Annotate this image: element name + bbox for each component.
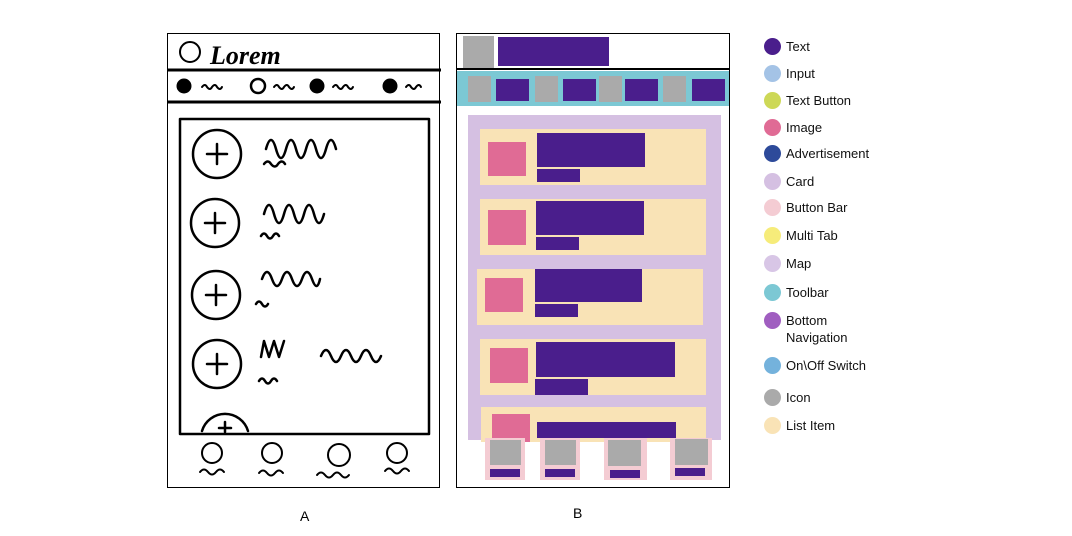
list-item-image-block <box>485 278 523 312</box>
header-icon-block <box>463 36 494 68</box>
legend-swatch <box>764 312 781 329</box>
legend-item-image: Image <box>764 119 822 136</box>
toolbar-text-block <box>563 79 596 101</box>
nav-1-icon <box>201 442 223 464</box>
sketch-bottom-nav <box>199 442 410 479</box>
sketch-list-item-partial <box>200 412 250 434</box>
toolbar-text-block <box>625 79 658 101</box>
tab-2-icon <box>249 77 267 95</box>
list-item-image-block <box>488 210 526 245</box>
legend-swatch <box>764 199 781 216</box>
button-text-block <box>610 470 640 478</box>
legend-swatch <box>764 357 781 374</box>
add-icon <box>191 128 243 180</box>
sketch-tab-row <box>176 77 422 95</box>
legend-swatch <box>764 173 781 190</box>
legend-item-button-bar: Button Bar <box>764 199 847 216</box>
toolbar-text-block <box>692 79 725 101</box>
list-item-image-block <box>488 142 526 176</box>
toolbar-text-block <box>496 79 529 101</box>
sketch-list-items <box>189 128 383 434</box>
legend-swatch <box>764 92 781 109</box>
semantic-annotation-panel <box>456 33 730 488</box>
header-divider <box>457 68 729 70</box>
legend-swatch <box>764 145 781 162</box>
sketch-list-item <box>191 128 338 180</box>
legend-item-text-button: Text Button <box>764 92 851 109</box>
legend-item-map: Map <box>764 255 811 272</box>
add-icon <box>190 269 242 321</box>
list-item-subtitle-block <box>535 379 588 395</box>
caption-a: A <box>300 508 310 524</box>
legend-swatch <box>764 389 781 406</box>
legend-item-card: Card <box>764 173 814 190</box>
legend-swatch <box>764 119 781 136</box>
legend-swatch <box>764 227 781 244</box>
list-item-subtitle-block <box>537 169 580 182</box>
sketch-list-item <box>190 269 322 321</box>
tab-4-icon <box>382 78 398 94</box>
list-item-subtitle-block <box>536 237 579 250</box>
add-icon <box>189 197 241 249</box>
tab-1-icon <box>176 78 192 94</box>
legend-item-on-off-switch: On\Off Switch <box>764 357 866 374</box>
legend-item-multi-tab: Multi Tab <box>764 227 838 244</box>
sketch-drawing: Lorem <box>168 41 441 479</box>
legend-swatch <box>764 38 781 55</box>
toolbar-icon-block <box>468 76 491 102</box>
nav-4-icon <box>386 442 408 464</box>
button-icon-block <box>545 440 576 465</box>
legend-item-toolbar: Toolbar <box>764 284 829 301</box>
legend-swatch <box>764 284 781 301</box>
button-icon-block <box>490 440 521 465</box>
list-item-image-block <box>490 348 528 383</box>
button-text-block <box>675 468 705 476</box>
legend-item-text: Text <box>764 38 810 55</box>
app-logo-icon <box>179 41 201 63</box>
list-item-title-block <box>537 133 645 167</box>
add-icon <box>191 338 243 390</box>
caption-b: B <box>573 505 583 521</box>
toolbar-icon-block <box>663 76 686 102</box>
nav-2-icon <box>261 442 283 464</box>
list-item-image-block <box>492 414 530 442</box>
legend-item-icon: Icon <box>764 389 811 406</box>
list-item-title-block <box>535 269 642 302</box>
toolbar-icon-block <box>599 76 622 102</box>
sketch-title: Lorem <box>209 41 281 70</box>
list-item-title-block <box>536 201 644 235</box>
sketch-list-box <box>178 117 431 436</box>
sketch-list-item <box>191 338 383 390</box>
button-text-block <box>545 469 575 477</box>
header-text-block <box>498 37 609 66</box>
tab-3-icon <box>309 78 325 94</box>
button-icon-block <box>675 439 708 465</box>
list-item-subtitle-block <box>535 304 578 317</box>
nav-3-icon <box>327 443 351 467</box>
legend-item-list-item: List Item <box>764 417 835 434</box>
legend-item-advertisement: Advertisement <box>764 145 869 162</box>
toolbar-icon-block <box>535 76 558 102</box>
legend-swatch <box>764 255 781 272</box>
button-icon-block <box>608 440 641 466</box>
sketch-list-item <box>189 197 326 249</box>
list-item-title-block <box>536 342 675 377</box>
legend-item-bottom-navigation: Bottom Navigation <box>764 312 847 346</box>
legend-item-input: Input <box>764 65 815 82</box>
legend-swatch <box>764 417 781 434</box>
legend-swatch <box>764 65 781 82</box>
list-item-title-block <box>537 422 676 438</box>
button-text-block <box>490 469 520 477</box>
wireframe-sketch-panel: Lorem <box>167 33 441 488</box>
